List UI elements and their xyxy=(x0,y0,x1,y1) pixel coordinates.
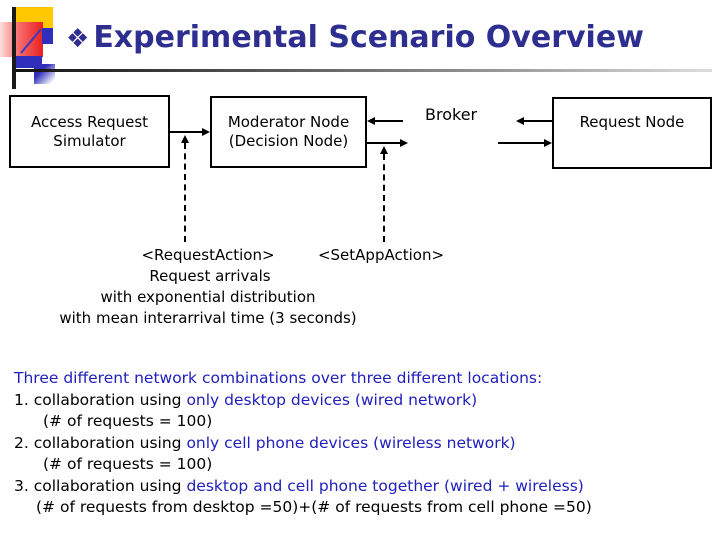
box-access-request-simulator: Access Request Simulator xyxy=(9,95,170,168)
dashed-connector-set-app-action-line xyxy=(383,154,385,242)
arrow-sim-to-moderator-line xyxy=(170,131,203,133)
arrow-sim-to-moderator-head xyxy=(202,128,210,136)
box-moderator-node-line2: (Decision Node) xyxy=(228,132,349,150)
body-item-2: 2. collaboration using only cell phone d… xyxy=(14,433,714,455)
body-item-3: 3. collaboration using desktop and cell … xyxy=(14,476,714,498)
arrow-broker-to-requestnode-line xyxy=(498,142,545,144)
diamond-bullet-icon: ❖ xyxy=(66,24,90,54)
arrow-moderator-to-broker-line xyxy=(366,142,401,144)
box-request-node-line1: Request Node xyxy=(579,113,685,131)
body-item-2-detail: (# of requests = 100) xyxy=(43,455,213,473)
page-title-text: Experimental Scenario Overview xyxy=(93,20,644,55)
annotation-line-interarrival: with mean interarrival time (3 seconds) xyxy=(59,309,357,327)
body-item-1-highlight: only desktop devices (wired network) xyxy=(186,390,478,409)
logo-blue-small-square xyxy=(42,28,53,44)
body-item-3-detail: (# of requests from desktop =50)+(# of r… xyxy=(36,498,592,516)
body-item-1-prefix: 1. collaboration using xyxy=(14,390,187,409)
arrow-broker-to-requestnode-head xyxy=(544,139,552,147)
body-text-block: Three different network combinations ove… xyxy=(14,368,714,519)
body-item-1: 1. collaboration using only desktop devi… xyxy=(14,390,714,412)
body-item-2-highlight: only cell phone devices (wireless networ… xyxy=(186,433,516,452)
box-moderator-node-line1: Moderator Node xyxy=(227,113,350,131)
annotation-line-request-arrivals: Request arrivals xyxy=(149,267,271,285)
box-access-request-simulator-line1: Access Request xyxy=(30,112,149,131)
arrow-requestnode-to-broker-line xyxy=(523,120,553,122)
broker-label: Broker xyxy=(425,105,478,124)
arrow-moderator-to-broker-head xyxy=(400,139,408,147)
body-item-2-prefix: 2. collaboration using xyxy=(14,433,187,452)
dashed-connector-request-action-line xyxy=(184,143,186,242)
arrow-broker-to-moderator-line xyxy=(374,120,403,122)
annotation-request-action: <RequestAction> xyxy=(141,246,275,264)
page-title: ❖Experimental Scenario Overview xyxy=(66,20,644,55)
dashed-connector-request-action-head xyxy=(181,135,189,143)
box-moderator-node: Moderator Node (Decision Node) xyxy=(210,96,367,168)
box-request-node: Request Node xyxy=(552,97,712,169)
logo-vertical-line xyxy=(12,7,16,89)
annotation-set-app-action: <SetAppAction> xyxy=(317,246,445,264)
body-item-3-prefix: 3. collaboration using xyxy=(14,476,187,495)
logo-blue-fade-square xyxy=(34,64,55,84)
title-divider-rule xyxy=(13,69,712,72)
body-item-3-highlight: desktop and cell phone together (wired +… xyxy=(186,476,584,495)
arrow-requestnode-to-broker-head xyxy=(516,117,524,125)
box-access-request-simulator-line2: Simulator xyxy=(53,131,126,150)
body-intro-line: Three different network combinations ove… xyxy=(14,369,543,387)
dashed-connector-set-app-action-head xyxy=(380,146,388,154)
body-item-1-detail: (# of requests = 100) xyxy=(43,412,213,430)
annotation-line-exponential: with exponential distribution xyxy=(100,288,316,306)
arrow-broker-to-moderator-head xyxy=(367,117,375,125)
